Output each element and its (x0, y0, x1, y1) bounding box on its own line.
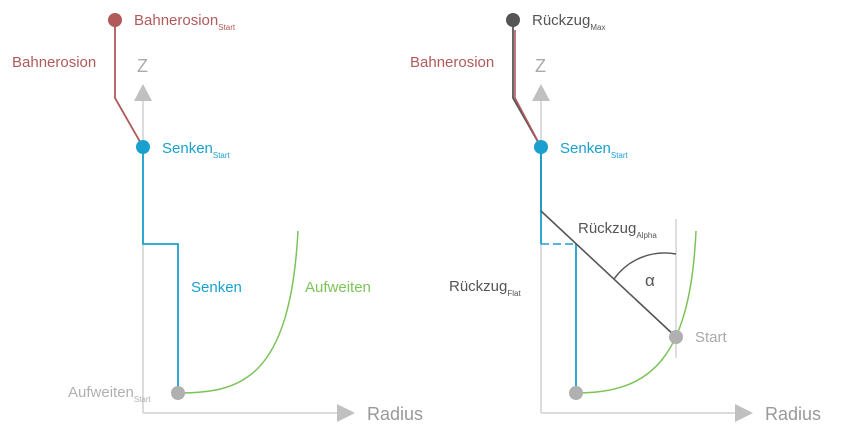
right-widen-start-point (569, 386, 583, 400)
right-widen-curve (575, 230, 697, 394)
left-axis-radius-label: Radius (367, 404, 423, 424)
right-start-label: Start (695, 329, 728, 346)
right-senken-start-label: SenkenStart (560, 140, 629, 160)
left-bahnerosion-start-point (108, 13, 122, 27)
right-rueckzug-flat-label: RückzugFlat (449, 278, 521, 298)
right-axis-radius-label: Radius (765, 404, 821, 424)
right-axis-z-label: Z (535, 56, 546, 76)
right-radius-axis-arrow-icon (735, 404, 753, 422)
right-start-point (669, 330, 683, 344)
left-bahnerosion-start-label: BahnerosionStart (134, 12, 236, 32)
left-z-axis-arrow-icon (134, 84, 152, 101)
right-rueckzug-alpha-label: RückzugAlpha (578, 220, 657, 240)
right-rueckzug-max-point (506, 13, 520, 27)
left-aufweiten-start-point (171, 386, 185, 400)
left-axis-z-label: Z (137, 56, 148, 76)
right-senken-start-point (534, 140, 548, 154)
right-alpha-arc (613, 252, 677, 280)
right-bahnerosion-label: Bahnerosion (410, 54, 494, 71)
right-z-axis-arrow-icon (532, 84, 550, 101)
right-erosion-path (514, 30, 542, 148)
right-diagram: Z Radius RückzugMax Bahnerosion SenkenSt… (410, 12, 821, 424)
left-bahnerosion-label: Bahnerosion (12, 54, 96, 71)
left-senken-start-point (136, 140, 150, 154)
left-aufweiten-start-label: AufweitenStart (68, 384, 152, 404)
left-aufweiten-label: Aufweiten (305, 279, 371, 296)
right-retract-max-path (512, 20, 542, 211)
left-radius-axis-arrow-icon (337, 404, 355, 422)
left-erosion-path (114, 20, 144, 148)
left-senken-label: Senken (191, 279, 242, 296)
right-alpha-symbol: α (645, 271, 655, 290)
right-rueckzug-max-label: RückzugMax (532, 12, 605, 32)
left-senken-start-label: SenkenStart (162, 140, 231, 160)
right-retract-alpha-line (540, 210, 677, 338)
left-sink-path (142, 147, 179, 393)
left-widen-curve (177, 230, 299, 394)
left-diagram: Z Radius BahnerosionStart Bahnerosion Se… (12, 12, 423, 424)
